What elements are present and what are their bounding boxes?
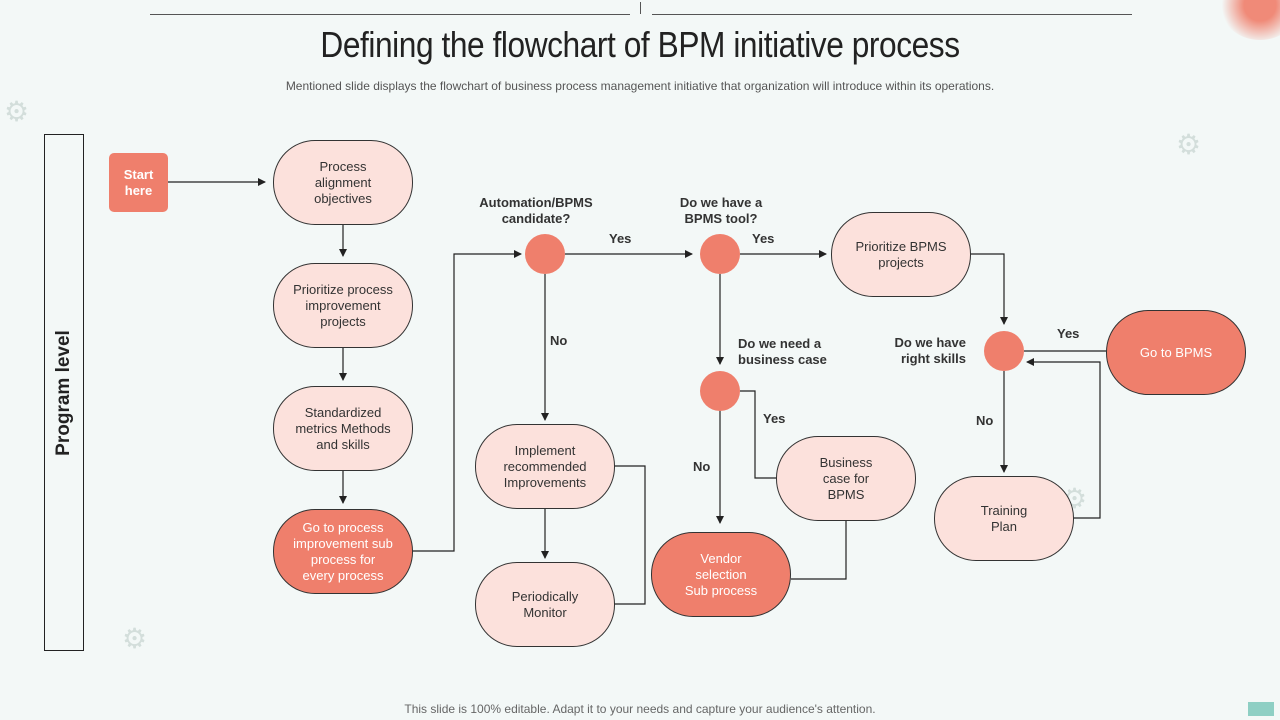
business-case-decision bbox=[700, 371, 740, 411]
arrow-bpms-projects-to-skills bbox=[970, 253, 1008, 325]
case-yes-label: Yes bbox=[763, 411, 786, 426]
training-plan-node: Training Plan bbox=[934, 476, 1074, 561]
go-to-bpms-node: Go to BPMS bbox=[1106, 310, 1246, 395]
prioritize-bpms-node: Prioritize BPMS projects bbox=[831, 212, 971, 297]
right-skills-decision bbox=[984, 331, 1024, 371]
periodically-monitor-node: Periodically Monitor bbox=[475, 562, 615, 647]
automation-question: Automation/BPMS candidate? bbox=[479, 195, 593, 226]
line-case-yes bbox=[740, 390, 777, 479]
line-business-case-to-vendor bbox=[791, 520, 847, 580]
arrow-goto-to-automation bbox=[412, 250, 522, 552]
line-implement-monitor-loop bbox=[614, 465, 646, 605]
gear-icon: ⚙ bbox=[1176, 129, 1202, 160]
bpms-tool-question: Do we have a BPMS tool? bbox=[679, 195, 763, 226]
skills-no-label: No bbox=[976, 413, 994, 428]
page-subtitle: Mentioned slide displays the flowchart o… bbox=[285, 79, 995, 93]
tool-yes-label: Yes bbox=[752, 231, 775, 246]
prioritize-process-node: Prioritize process improvement projects bbox=[273, 263, 413, 348]
standardized-metrics-node: Standardized metrics Methods and skills bbox=[273, 386, 413, 471]
business-case-node: Business case for BPMS bbox=[776, 436, 916, 521]
page-title: Defining the flowchart of BPM initiative… bbox=[320, 24, 960, 65]
skills-yes-label: Yes bbox=[1057, 326, 1080, 341]
arrow-training-loop bbox=[1026, 358, 1101, 519]
top-line-left bbox=[150, 14, 630, 15]
case-no-label: No bbox=[693, 459, 711, 474]
program-level-lane: Program level bbox=[44, 134, 84, 651]
business-case-question: Do we need a business case bbox=[738, 336, 827, 367]
automation-no-label: No bbox=[550, 333, 568, 348]
corner-tab bbox=[1248, 702, 1274, 716]
automation-decision bbox=[525, 234, 565, 274]
right-skills-question: Do we have right skills bbox=[894, 335, 966, 366]
process-alignment-node: Process alignment objectives bbox=[273, 140, 413, 225]
top-notch bbox=[640, 2, 641, 14]
bpms-tool-decision bbox=[700, 234, 740, 274]
gear-icon: ⚙ bbox=[122, 623, 148, 654]
vendor-selection-node: Vendor selection Sub process bbox=[651, 532, 791, 617]
gear-icon: ⚙ bbox=[4, 96, 30, 127]
implement-improvements-node: Implement recommended Improvements bbox=[475, 424, 615, 509]
go-to-process-node: Go to process improvement sub process fo… bbox=[273, 509, 413, 594]
start-here-node: Start here bbox=[109, 153, 168, 212]
footer-note: This slide is 100% editable. Adapt it to… bbox=[404, 702, 876, 716]
top-line-right bbox=[652, 14, 1132, 15]
automation-yes-label: Yes bbox=[609, 231, 632, 246]
